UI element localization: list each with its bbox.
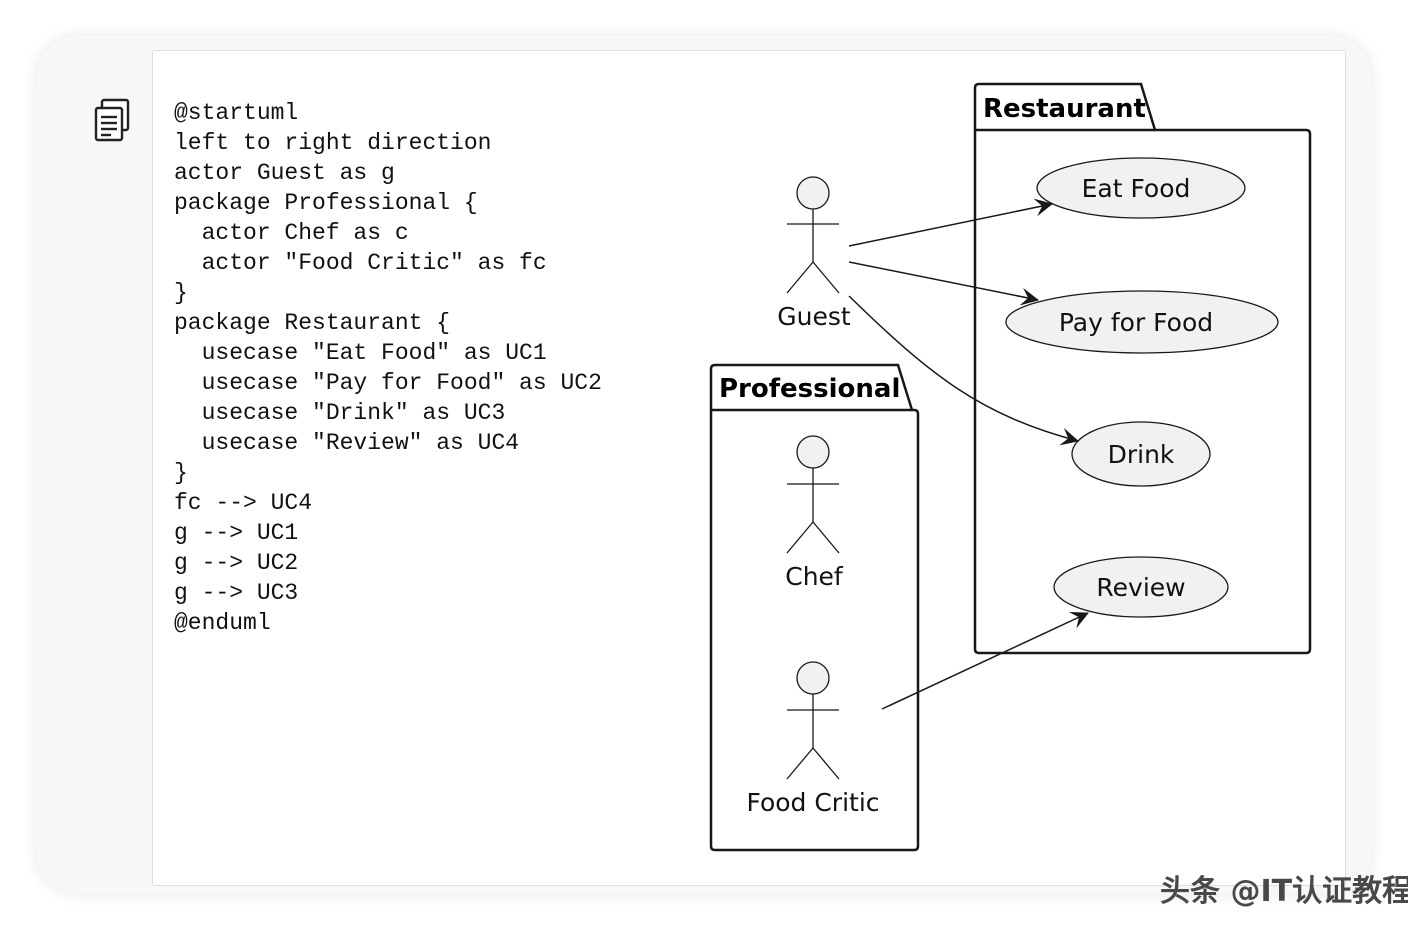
package-restaurant: Restaurant — [973, 82, 1312, 655]
package-restaurant-title: Restaurant — [983, 94, 1146, 124]
actor-chef: Chef — [785, 435, 844, 591]
code-line: } — [174, 460, 188, 486]
code-line: usecase "Pay for Food" as UC2 — [174, 370, 602, 396]
watermark: 头条 @IT认证教程网 — [1160, 874, 1408, 909]
usecase-pay-for-food: Pay for Food — [1005, 290, 1279, 354]
usecase-review-label: Review — [1096, 573, 1185, 602]
usecase-pay-for-food-label: Pay for Food — [1059, 308, 1213, 337]
code-line: usecase "Review" as UC4 — [174, 430, 520, 456]
usecase-review: Review — [1053, 556, 1229, 618]
usecase-eat-food-label: Eat Food — [1082, 174, 1191, 203]
code-line: package Professional { — [174, 190, 478, 216]
arrow-food-critic-review — [881, 612, 1089, 710]
copy-icon[interactable] — [92, 98, 134, 144]
package-professional: Professional — [709, 363, 920, 852]
code-line: fc --> UC4 — [174, 490, 313, 516]
actor-food-critic: Food Critic — [746, 661, 880, 817]
arrow-guest-pay-for-food — [848, 261, 1039, 306]
code-line: usecase "Eat Food" as UC1 — [174, 340, 547, 366]
code-line: package Restaurant { — [174, 310, 451, 336]
actor-guest: Guest — [777, 176, 851, 331]
code-line: @startuml — [174, 100, 299, 126]
code-line: actor "Food Critic" as fc — [174, 250, 547, 276]
usecase-drink-label: Drink — [1108, 440, 1175, 469]
arrow-guest-drink — [848, 295, 1079, 446]
usecase-eat-food: Eat Food — [1036, 157, 1246, 219]
plantuml-code: @startuml left to right direction actor Gu… — [174, 98, 602, 638]
package-professional-title: Professional — [719, 374, 900, 404]
arrow-guest-eat-food — [848, 198, 1053, 247]
code-line: g --> UC1 — [174, 520, 299, 546]
actor-guest-label: Guest — [777, 302, 851, 331]
code-line: actor Guest as g — [174, 160, 395, 186]
actor-food-critic-label: Food Critic — [746, 788, 879, 817]
usecase-drink: Drink — [1071, 421, 1211, 487]
code-line: usecase "Drink" as UC3 — [174, 400, 506, 426]
code-line: left to right direction — [174, 130, 492, 156]
code-line: @enduml — [174, 610, 271, 636]
code-line: actor Chef as c — [174, 220, 409, 246]
code-line: g --> UC3 — [174, 580, 299, 606]
code-line: g --> UC2 — [174, 550, 299, 576]
actor-chef-label: Chef — [785, 562, 844, 591]
code-line: } — [174, 280, 188, 306]
